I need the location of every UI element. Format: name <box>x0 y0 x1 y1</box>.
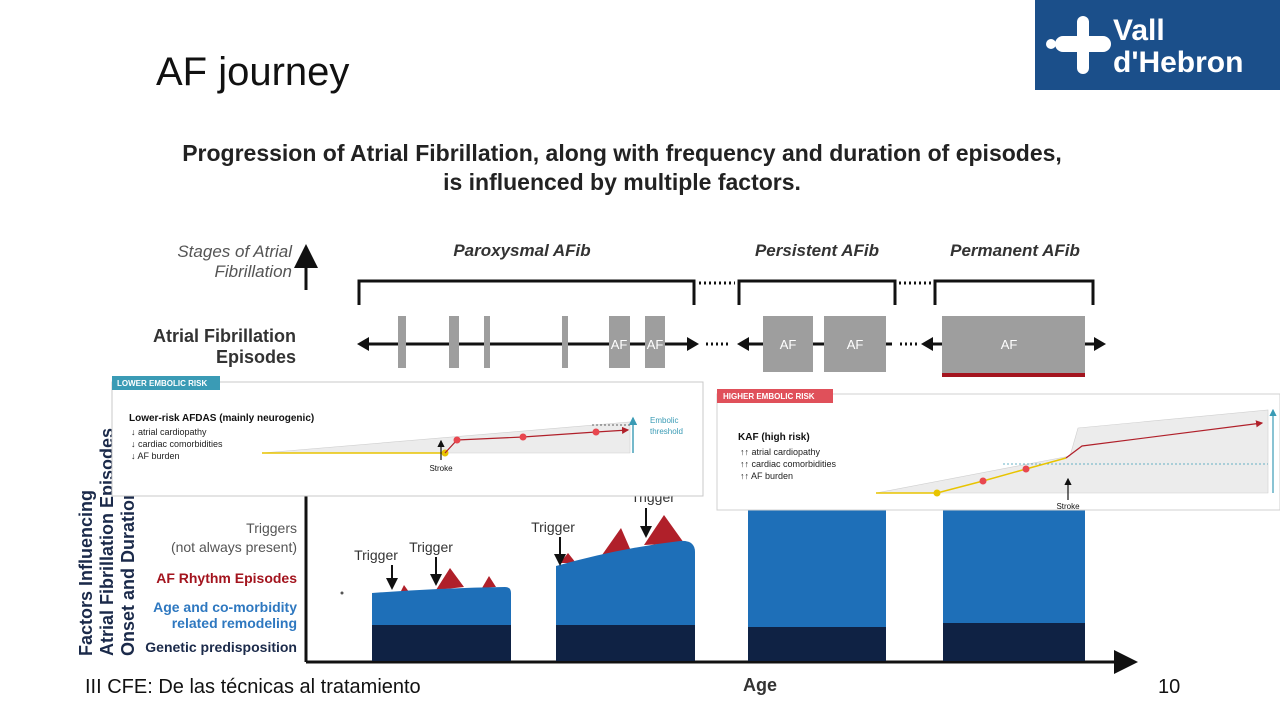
episodes-label-line1: Atrial Fibrillation <box>153 326 296 346</box>
bracket-persistent <box>737 279 897 305</box>
lower-risk-item-3: ↓ AF burden <box>131 451 180 461</box>
stages-label-line1: Stages of Atrial <box>177 242 293 261</box>
genetic-block <box>556 625 695 661</box>
trigger-label: Trigger <box>354 547 398 563</box>
bracket-permanent <box>933 279 1095 305</box>
lower-risk-threshold-line2: threshold <box>650 427 683 436</box>
stage-persistent-label: Persistent AFib <box>755 241 879 260</box>
episodes-label-line2: Episodes <box>216 347 296 367</box>
higher-risk-item-3: ↑↑ AF burden <box>740 471 793 481</box>
episode-box <box>609 316 630 368</box>
lower-risk-item-2: ↓ cardiac comorbidities <box>131 439 223 449</box>
episode-box <box>398 316 406 368</box>
logo-line2: d'Hebron <box>1113 46 1243 79</box>
episode-box <box>942 316 1085 374</box>
legend-triggers: Triggers <box>246 520 297 536</box>
episode-af-label: AF <box>1001 337 1018 352</box>
lower-risk-point <box>519 433 527 441</box>
higher-risk-point <box>979 477 987 485</box>
episodes-arrowhead-right-1 <box>687 337 699 351</box>
episode-box <box>824 316 886 372</box>
lower-risk-stroke-label: Stroke <box>429 464 453 473</box>
episodes-arrowhead-left-1 <box>357 337 369 351</box>
higher-risk-item-2: ↑↑ cardiac comorbidities <box>740 459 837 469</box>
af-rhythm-peak <box>482 576 496 588</box>
lower-risk-badge-text: LOWER EMBOLIC RISK <box>117 379 207 388</box>
higher-risk-stroke-label: Stroke <box>1056 502 1080 511</box>
higher-risk-burden-shape <box>875 409 1269 494</box>
stages-label-line2: Fibrillation <box>215 262 292 281</box>
bracket-paroxysmal <box>357 279 696 305</box>
episodes-arrowhead-right-3 <box>1094 337 1106 351</box>
af-rhythm-peak <box>644 515 684 545</box>
episode-af-label: AF <box>647 337 664 352</box>
higher-risk-badge-text: HIGHER EMBOLIC RISK <box>723 392 815 401</box>
remodeling-block <box>556 540 695 625</box>
genetic-block <box>748 627 886 661</box>
episode-box <box>645 316 665 368</box>
higher-risk-point <box>1022 465 1030 473</box>
remodeling-block <box>943 510 1085 623</box>
higher-risk-badge <box>717 389 833 403</box>
episodes-arrowhead-left-2 <box>737 337 749 351</box>
lower-risk-point <box>592 428 600 436</box>
lower-risk-item-1: ↓ atrial cardiopathy <box>131 427 207 437</box>
lower-risk-threshold-line1: Embolic <box>650 416 678 425</box>
episode-box <box>449 316 459 368</box>
vall-dhebron-logo: Vall d'Hebron <box>1035 0 1280 90</box>
af-rhythm-peak <box>436 568 464 590</box>
logo-cross-icon <box>1046 16 1111 74</box>
episode-box-underline <box>942 373 1085 377</box>
episode-af-label: AF <box>780 337 797 352</box>
legend-genetic: Genetic predisposition <box>145 639 297 655</box>
legend-age-line2: related remodeling <box>172 615 297 631</box>
genetic-block <box>943 623 1085 661</box>
higher-risk-point <box>933 489 941 497</box>
stray-dot <box>340 591 344 595</box>
logo-line1: Vall <box>1113 14 1165 47</box>
inset-lower-risk: LOWER EMBOLIC RISK Lower-risk AFDAS (mai… <box>111 376 704 497</box>
episode-box <box>484 316 490 368</box>
figure-heading-line1: Progression of Atrial Fibrillation, alon… <box>182 140 1062 166</box>
af-rhythm-peak <box>602 528 631 555</box>
lower-risk-badge <box>112 376 220 390</box>
remodeling-block <box>372 587 511 625</box>
stage-paroxysmal-label: Paroxysmal AFib <box>453 241 590 260</box>
slide-title: AF journey <box>156 50 350 94</box>
legend-not-always: (not always present) <box>171 539 297 555</box>
trigger-label: Trigger <box>531 519 575 535</box>
lower-risk-title: Lower-risk AFDAS (mainly neurogenic) <box>129 413 314 424</box>
higher-risk-item-1: ↑↑ atrial cardiopathy <box>740 447 821 457</box>
higher-risk-red-line <box>1065 420 1264 459</box>
factors-axis-line1: Factors Influencing <box>76 490 96 656</box>
higher-risk-title: KAF (high risk) <box>738 432 810 443</box>
inset-higher-risk: HIGHER EMBOLIC RISK KAF (high risk) ↑↑ a… <box>716 389 1280 511</box>
figure-heading-line2: is influenced by multiple factors. <box>443 169 801 195</box>
logo-graphic: Vall d'Hebron <box>1046 14 1243 79</box>
legend-af-rhythm: AF Rhythm Episodes <box>156 570 297 586</box>
stage-permanent-label: Permanent AFib <box>950 241 1080 260</box>
episode-af-label: AF <box>611 337 628 352</box>
lower-risk-point <box>453 436 461 444</box>
factors-axis-line3: Onset and Duration <box>118 489 138 656</box>
age-axis-label: Age <box>743 675 777 695</box>
legend-age-line1: Age and co-morbidity <box>153 599 297 615</box>
footer-text: III CFE: De las técnicas al tratamiento <box>85 676 421 698</box>
remodeling-block <box>748 510 886 627</box>
episodes-arrowhead-left-3 <box>921 337 933 351</box>
episode-box <box>763 316 813 372</box>
episode-af-label: AF <box>847 337 864 352</box>
episode-box <box>562 316 568 368</box>
page-number: 10 <box>1158 676 1181 698</box>
trigger-label: Trigger <box>409 539 453 555</box>
genetic-block <box>372 625 511 661</box>
